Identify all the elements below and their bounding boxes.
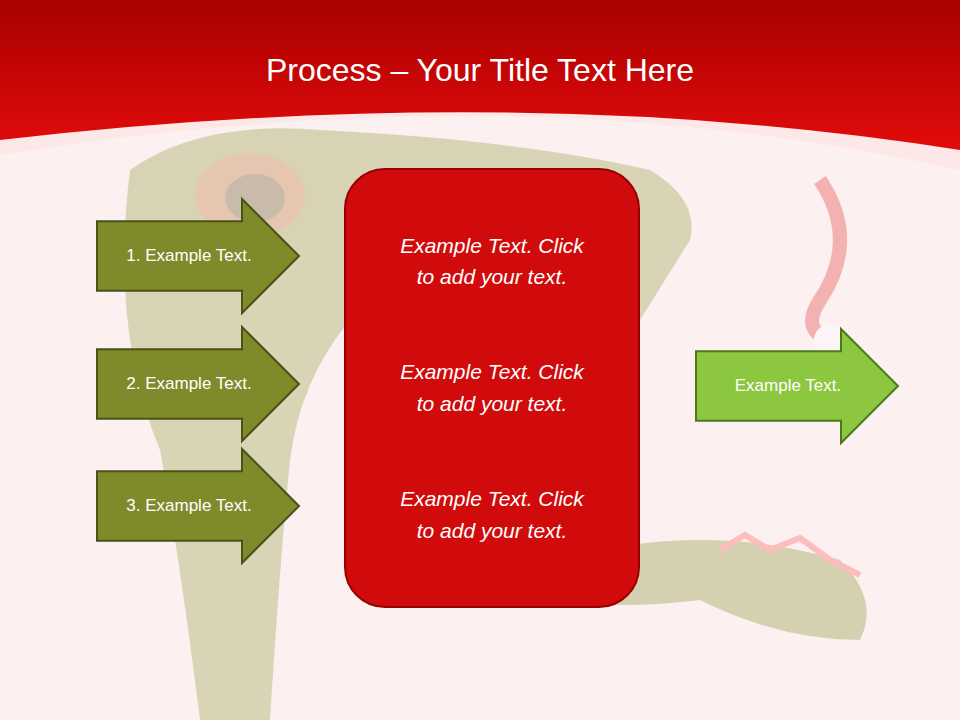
- arrow-label: 2. Example Text.: [126, 374, 251, 394]
- arrow-shape: 3. Example Text.: [96, 448, 300, 564]
- arrow-label: 1. Example Text.: [126, 246, 251, 266]
- box-body: [345, 169, 639, 607]
- arrow-label-area: 2. Example Text.: [102, 349, 276, 419]
- arrow-body: [696, 329, 898, 443]
- box-text: Example Text. Click to add your text.: [397, 230, 587, 293]
- arrow-label-area: 1. Example Text.: [102, 221, 276, 291]
- arrow-shape: 2. Example Text.: [96, 326, 300, 442]
- header-band: [0, 0, 960, 150]
- arrow-label-area: Example Text.: [701, 351, 875, 421]
- arrow-body: [97, 449, 299, 563]
- box-text: Example Text. Click to add your text.: [397, 483, 587, 546]
- arrow-label: Example Text.: [735, 376, 841, 396]
- header-arc: [0, 0, 960, 170]
- arrow-shape: 1. Example Text.: [96, 198, 300, 314]
- arrow-body: [97, 199, 299, 313]
- arrow-body: [97, 327, 299, 441]
- arrow-label: 3. Example Text.: [126, 496, 251, 516]
- process-box: Example Text. Click to add your text. Exa…: [344, 168, 640, 608]
- box-text-column: Example Text. Click to add your text. Exa…: [374, 198, 610, 578]
- arrow-label-area: 3. Example Text.: [102, 471, 276, 541]
- arrow-shape: Example Text.: [695, 328, 899, 444]
- slide-title: Process – Your Title Text Here: [0, 52, 960, 89]
- box-text: Example Text. Click to add your text.: [397, 356, 587, 419]
- dinosaur-illustration: [124, 128, 866, 720]
